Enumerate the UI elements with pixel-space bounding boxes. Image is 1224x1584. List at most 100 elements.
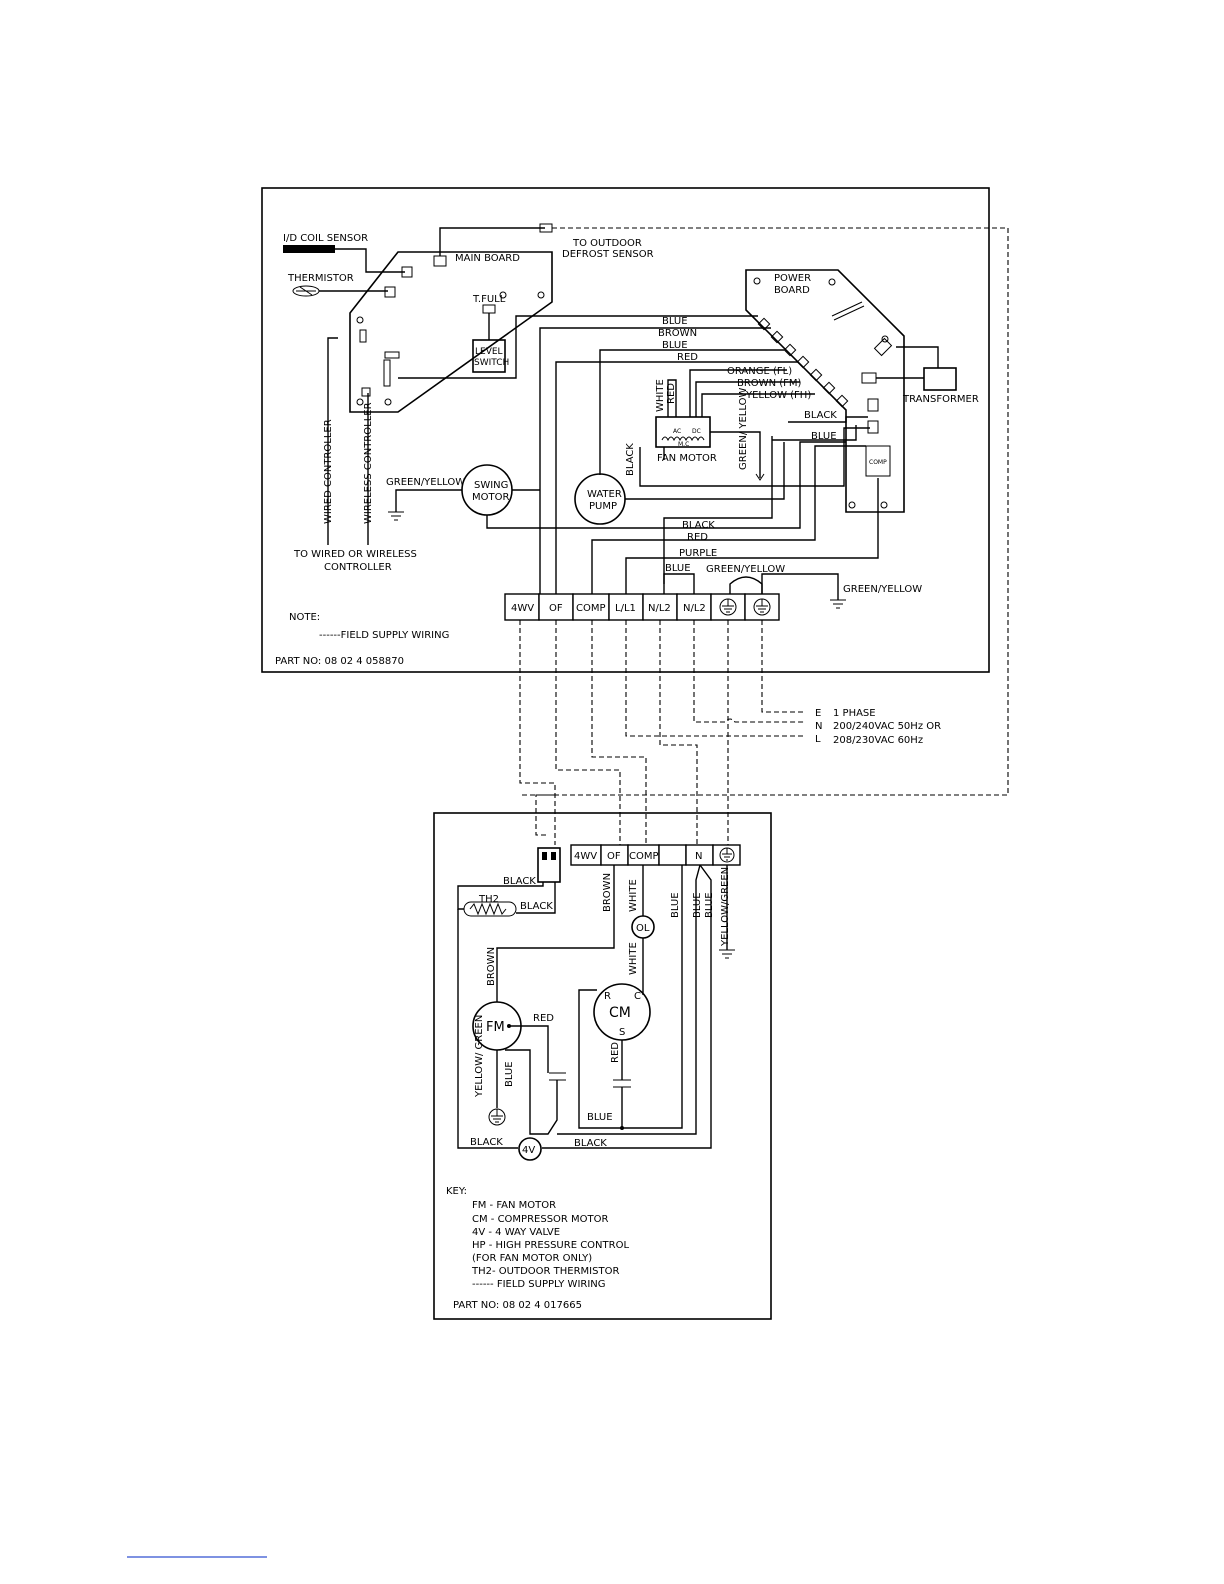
thermistor-connector <box>384 286 396 298</box>
power-board-hole <box>848 501 856 509</box>
main-board-connector <box>433 255 447 267</box>
four-way-valve-label: 4V <box>522 1145 535 1156</box>
to-controller-label-2: CONTROLLER <box>324 562 392 573</box>
water-pump-label-1: WATER <box>587 489 622 500</box>
t-full-label: T.FULL <box>472 294 506 305</box>
wire-label-brown-1: BROWN <box>602 873 613 912</box>
wire-label-blue-fm: BLUE <box>504 1061 515 1087</box>
terminal-ground-b <box>744 593 780 621</box>
comp-relay <box>865 445 891 477</box>
power-board-connector <box>770 330 784 344</box>
wire-label-yellow-green-fm: YELLOW/ GREEN <box>474 1015 485 1098</box>
wire-label-blue-2: BLUE <box>662 340 688 351</box>
supply-voltage-2: 208/230VAC 60Hz <box>833 735 923 746</box>
coil-sensor-connector <box>401 266 413 278</box>
power-board-hole <box>880 501 888 509</box>
supply-n: N <box>815 721 822 732</box>
terminal-comp-label: COMP <box>576 603 606 614</box>
main-board-label: MAIN BOARD <box>455 253 520 264</box>
terminal-of-label: OF <box>549 603 563 614</box>
wire-label-black-4: BLACK <box>574 1138 607 1149</box>
wire-label-red-v: RED <box>666 383 677 404</box>
power-board-connector <box>867 398 879 412</box>
indoor-unit: I/D COIL SENSOR THERMISTOR MAIN BOARD TO… <box>261 187 1009 796</box>
comp-relay-label: COMP <box>869 459 887 466</box>
terminal-4wv-label: 4WV <box>511 603 534 614</box>
power-board-connector <box>757 317 771 331</box>
swing-motor-label-2: MOTOR <box>472 492 509 503</box>
wire-label-red-1: RED <box>533 1013 554 1024</box>
wire-label-red-2: RED <box>687 532 708 543</box>
key-item: ------ FIELD SUPPLY WIRING <box>472 1279 606 1290</box>
terminal-l-l1-label: L/L1 <box>615 603 636 614</box>
outdoor-part-number: PART NO: 08 02 4 017665 <box>453 1300 582 1311</box>
wire-label-black-2: BLACK <box>520 901 553 912</box>
power-board-hole <box>828 278 836 286</box>
wire-label-white-2: WHITE <box>628 942 639 975</box>
wire-label-brown-2: BROWN <box>486 947 497 986</box>
wire-label-green-yellow-v: GREEN/ YELLOW <box>738 388 749 470</box>
key-item: HP - HIGH PRESSURE CONTROL <box>472 1240 629 1251</box>
power-board <box>745 269 905 513</box>
main-board-connector <box>361 387 371 397</box>
wire-label-yellow-green: YELLOW/GREEN <box>720 867 731 947</box>
power-board-connector <box>796 355 810 369</box>
power-board-connector <box>835 394 849 408</box>
wire-label-black-1: BLACK <box>804 410 837 421</box>
wire-label-purple: PURPLE <box>679 548 717 559</box>
outdoor-terminal-4wv-label: 4WV <box>574 851 597 862</box>
power-board-hole <box>753 277 761 285</box>
wire-label-green-yellow-tb: GREEN/YELLOW <box>706 564 785 575</box>
wire-label-orange-fl: ORANGE (FL) <box>727 366 792 377</box>
indoor-terminal-block: 4WV OF COMP L/L1 N/L2 N/L2 <box>504 593 780 621</box>
wire-label-blue-1: BLUE <box>662 316 688 327</box>
wire-label-red: RED <box>677 352 698 363</box>
four-way-valve <box>518 1137 542 1161</box>
swing-motor-label-1: SWING <box>474 480 508 491</box>
power-board-connector <box>809 368 823 382</box>
note-label: NOTE: <box>289 612 320 623</box>
power-board-connector <box>783 343 797 357</box>
compressor-c-label: C <box>634 991 641 1002</box>
level-switch-label-1: LEVEL <box>475 347 503 357</box>
outdoor-unit: 4WV OF COMP N TH2 BLACK BLACK BROWN BROW… <box>433 812 772 1320</box>
supply-e: E <box>815 708 821 719</box>
wire-label-black-2: BLACK <box>682 520 715 531</box>
outdoor-terminal-blank <box>658 844 687 866</box>
power-board-connector <box>861 372 877 384</box>
sensor-connector <box>537 847 561 883</box>
key-item: 4V - 4 WAY VALVE <box>472 1227 560 1238</box>
outdoor-terminal-n-label: N <box>695 851 702 862</box>
power-board-label-2: BOARD <box>774 285 810 296</box>
main-board-hole <box>356 316 364 324</box>
wired-controller-label: WIRED CONTROLLER <box>323 419 334 524</box>
fan-motor-label: FAN MOTOR <box>657 453 717 464</box>
wire-label-black-3: BLACK <box>470 1137 503 1148</box>
wire-label-blue-4: BLUE <box>665 563 691 574</box>
transformer-label: TRANSFORMER <box>902 394 979 405</box>
thermistor-label: THERMISTOR <box>287 273 354 284</box>
fan-motor-ac-label: AC <box>673 428 681 435</box>
supply-phase: 1 PHASE <box>833 708 876 719</box>
coil-sensor <box>283 245 335 253</box>
wire-label-white-1: WHITE <box>628 879 639 912</box>
to-controller-label-1: TO WIRED OR WIRELESS <box>293 549 417 560</box>
coil-sensor-label: I/D COIL SENSOR <box>283 233 368 244</box>
terminal-n-l2-b <box>676 593 712 621</box>
power-board-label-1: POWER <box>774 273 811 284</box>
main-board-connector <box>384 351 400 359</box>
wireless-controller-label: WIRELESS CONTROLLER <box>363 402 374 524</box>
water-pump-label-2: PUMP <box>589 501 617 512</box>
main-board-hole <box>499 291 507 299</box>
main-board-connector <box>383 359 391 387</box>
main-board-hole <box>384 398 392 406</box>
wire-label-white: WHITE <box>655 379 666 412</box>
main-board-hole <box>537 291 545 299</box>
compressor-motor-label: CM <box>609 1005 631 1021</box>
main-board-connector <box>359 329 367 343</box>
key-item: (FOR FAN MOTOR ONLY) <box>472 1253 592 1264</box>
supply-voltage-1: 200/240VAC 50Hz OR <box>833 721 941 732</box>
level-switch <box>472 339 506 373</box>
terminal-of <box>538 593 574 621</box>
